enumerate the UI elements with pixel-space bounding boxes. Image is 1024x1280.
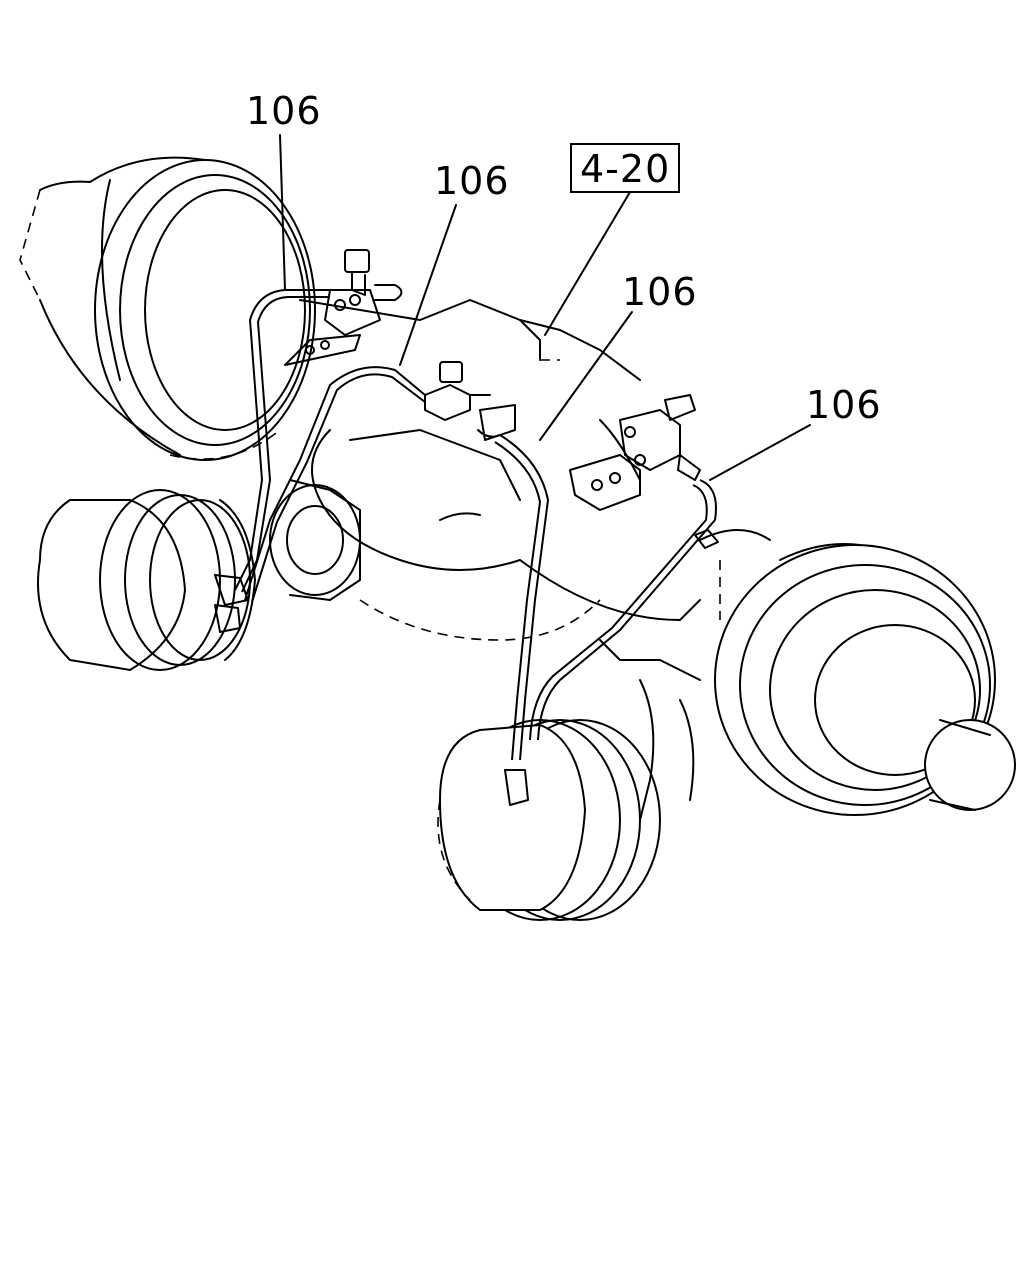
hub-upper-left bbox=[19, 156, 316, 461]
axle-housing bbox=[299, 299, 771, 821]
hub-left bbox=[37, 489, 256, 671]
reference-box-4-20: 4-20 bbox=[570, 143, 681, 193]
bracket-left bbox=[284, 289, 381, 366]
brake-pipe-center-right bbox=[494, 434, 550, 806]
brake-pipe-center bbox=[244, 366, 426, 603]
valve-fitting-center bbox=[424, 361, 516, 441]
valve-fitting-right bbox=[664, 394, 701, 481]
callout-106-top-center: 106 bbox=[434, 159, 510, 203]
callout-106-right: 106 bbox=[806, 383, 882, 427]
differential-flange bbox=[269, 479, 361, 601]
valve-fitting-upper-left bbox=[344, 249, 403, 301]
brake-pipe-left bbox=[214, 289, 330, 633]
callout-106-center-right: 106 bbox=[622, 270, 698, 314]
hub-right bbox=[714, 543, 1016, 816]
callout-106-top-left: 106 bbox=[246, 89, 322, 133]
leader-lines bbox=[279, 134, 811, 481]
brake-pipe-right bbox=[529, 479, 719, 741]
hub-lower-center bbox=[437, 719, 661, 921]
bracket-right bbox=[569, 409, 681, 511]
